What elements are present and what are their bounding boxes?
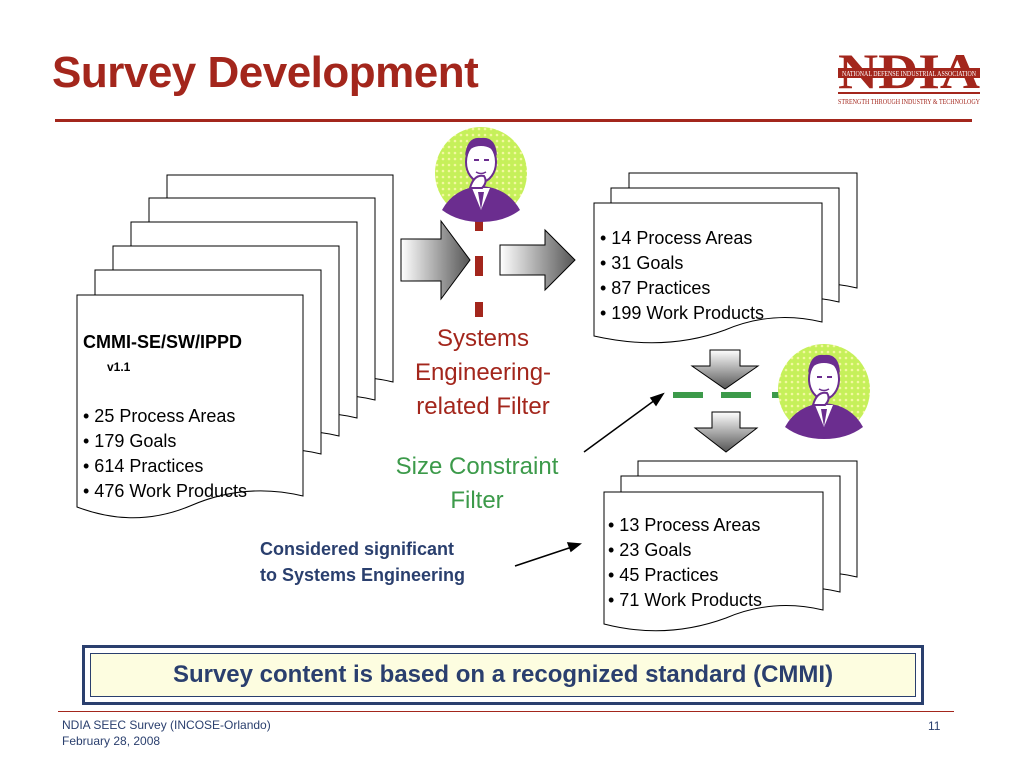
footer-date: February 28, 2008 bbox=[62, 734, 161, 748]
source-doc-item: • 179 Goals bbox=[83, 431, 177, 451]
final-doc-item: • 71 Work Products bbox=[608, 590, 763, 610]
source-doc-item: • 25 Process Areas bbox=[83, 406, 236, 426]
mid-doc-item: • 31 Goals bbox=[600, 253, 684, 273]
mid-doc-content: • 14 Process Areas • 31 Goals • 87 Pract… bbox=[600, 226, 764, 326]
block-arrow-right bbox=[499, 228, 576, 292]
source-doc-version: v1.1 bbox=[107, 360, 131, 374]
final-doc-item: • 45 Practices bbox=[608, 565, 719, 585]
block-arrow-right bbox=[400, 219, 471, 301]
callout-pointer bbox=[514, 542, 582, 567]
thinking-person-icon bbox=[435, 127, 527, 222]
block-arrow-down bbox=[690, 349, 760, 390]
size-filter-pointer bbox=[583, 392, 665, 453]
size-filter-line bbox=[673, 392, 782, 398]
svg-text:STRENGTH THROUGH INDUSTRY & TE: STRENGTH THROUGH INDUSTRY & TECHNOLOGY bbox=[838, 98, 980, 106]
source-doc-title: CMMI-SE/SW/IPPD bbox=[83, 332, 243, 352]
footer: NDIA SEEC Survey (INCOSE-Orlando) Februa… bbox=[62, 717, 271, 749]
page-number: 11 bbox=[928, 719, 941, 733]
final-doc-item: • 13 Process Areas bbox=[608, 515, 761, 535]
callout-text: Considered significant to Systems Engine… bbox=[260, 539, 466, 585]
mid-doc-item: • 199 Work Products bbox=[600, 303, 765, 323]
summary-banner: Survey content is based on a recognized … bbox=[82, 645, 924, 705]
source-doc-content: CMMI-SE/SW/IPPD v1.1 • 25 Process Areas … bbox=[83, 330, 247, 504]
mid-doc-item: • 87 Practices bbox=[600, 278, 711, 298]
source-doc-item: • 614 Practices bbox=[83, 456, 204, 476]
page-title: Survey Development bbox=[52, 48, 479, 97]
systems-filter-label: Systems Engineering- related Filter bbox=[414, 325, 552, 420]
ndia-logo: NDIA NATIONAL DEFENSE INDUSTRIAL ASSOCIA… bbox=[838, 44, 980, 106]
final-doc-item: • 23 Goals bbox=[608, 540, 692, 560]
mid-doc-item: • 14 Process Areas bbox=[600, 228, 753, 248]
source-doc-stack bbox=[76, 174, 394, 519]
size-filter-label: Size Constraint Filter bbox=[395, 453, 559, 514]
systems-filter-line bbox=[475, 215, 483, 317]
front-page bbox=[76, 294, 304, 519]
final-doc-stack bbox=[603, 460, 858, 632]
mid-doc-stack bbox=[593, 172, 858, 344]
block-arrow-down bbox=[693, 411, 759, 453]
title-divider bbox=[55, 119, 972, 122]
footer-event: NDIA SEEC Survey (INCOSE-Orlando) bbox=[62, 718, 271, 732]
final-doc-content: • 13 Process Areas • 23 Goals • 45 Pract… bbox=[608, 513, 762, 613]
footer-divider bbox=[58, 711, 954, 712]
svg-text:NATIONAL DEFENSE INDUSTRIAL AS: NATIONAL DEFENSE INDUSTRIAL ASSOCIATION bbox=[842, 70, 976, 78]
source-doc-item: • 476 Work Products bbox=[83, 481, 248, 501]
thinking-person-icon bbox=[778, 344, 870, 439]
summary-banner-text: Survey content is based on a recognized … bbox=[90, 653, 916, 697]
